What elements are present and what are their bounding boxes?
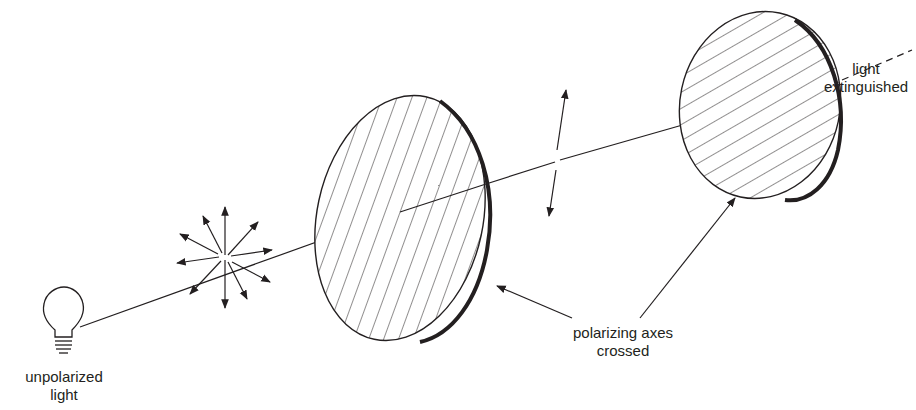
polarizer-label: polarizing axes crossed <box>548 324 698 360</box>
polarized-vibration-arrow <box>549 90 566 216</box>
source-label: unpolarized light <box>22 368 106 404</box>
unpolarized-vibration-arrows <box>177 207 272 308</box>
light-bulb <box>43 287 83 353</box>
leader-arrows <box>497 198 735 318</box>
output-label: light extinguished <box>820 60 912 96</box>
second-polarizer <box>660 0 860 214</box>
first-polarizer <box>293 79 507 360</box>
